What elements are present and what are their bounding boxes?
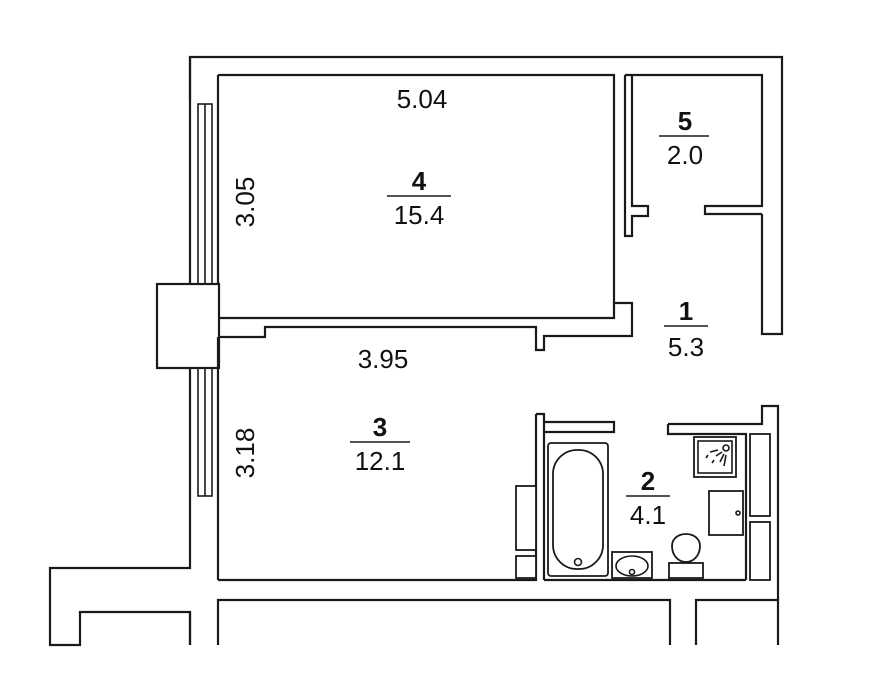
svg-text:15.4: 15.4	[394, 200, 445, 230]
room-label-5: 5 2.0	[659, 106, 709, 170]
exterior-walls	[48, 55, 784, 647]
bathtub	[547, 442, 609, 577]
room-4-walls	[218, 73, 634, 352]
window-room-4	[197, 103, 213, 285]
svg-text:4: 4	[412, 166, 427, 196]
svg-text:5.3: 5.3	[668, 332, 704, 362]
room-3-walls	[188, 414, 780, 645]
dimension-room-3-depth: 3.18	[230, 428, 260, 479]
room-label-1: 1 5.3	[664, 296, 708, 362]
bathroom-walls	[536, 404, 780, 600]
window-room-3	[197, 367, 213, 497]
room-label-2: 2 4.1	[626, 466, 670, 530]
svg-text:4.1: 4.1	[630, 500, 666, 530]
shower-tray	[693, 436, 737, 478]
toilet	[668, 533, 704, 579]
svg-text:1: 1	[679, 296, 693, 326]
cabinet-left	[515, 485, 537, 579]
room-label-3: 3 12.1	[350, 412, 410, 476]
svg-text:2: 2	[641, 466, 655, 496]
svg-text:5: 5	[678, 106, 692, 136]
dimension-room-4-depth: 3.05	[230, 177, 260, 228]
dimension-room-3-width: 3.95	[358, 344, 409, 374]
svg-text:3: 3	[373, 412, 387, 442]
balcony-box	[155, 282, 221, 370]
cabinet-right	[749, 433, 771, 581]
sink	[611, 551, 653, 579]
svg-text:2.0: 2.0	[667, 140, 703, 170]
room-5-walls	[623, 73, 764, 238]
svg-text:12.1: 12.1	[355, 446, 406, 476]
room-label-4: 4 15.4	[387, 166, 451, 230]
dimension-room-4-width: 5.04	[397, 84, 448, 114]
washing-machine	[708, 490, 744, 536]
